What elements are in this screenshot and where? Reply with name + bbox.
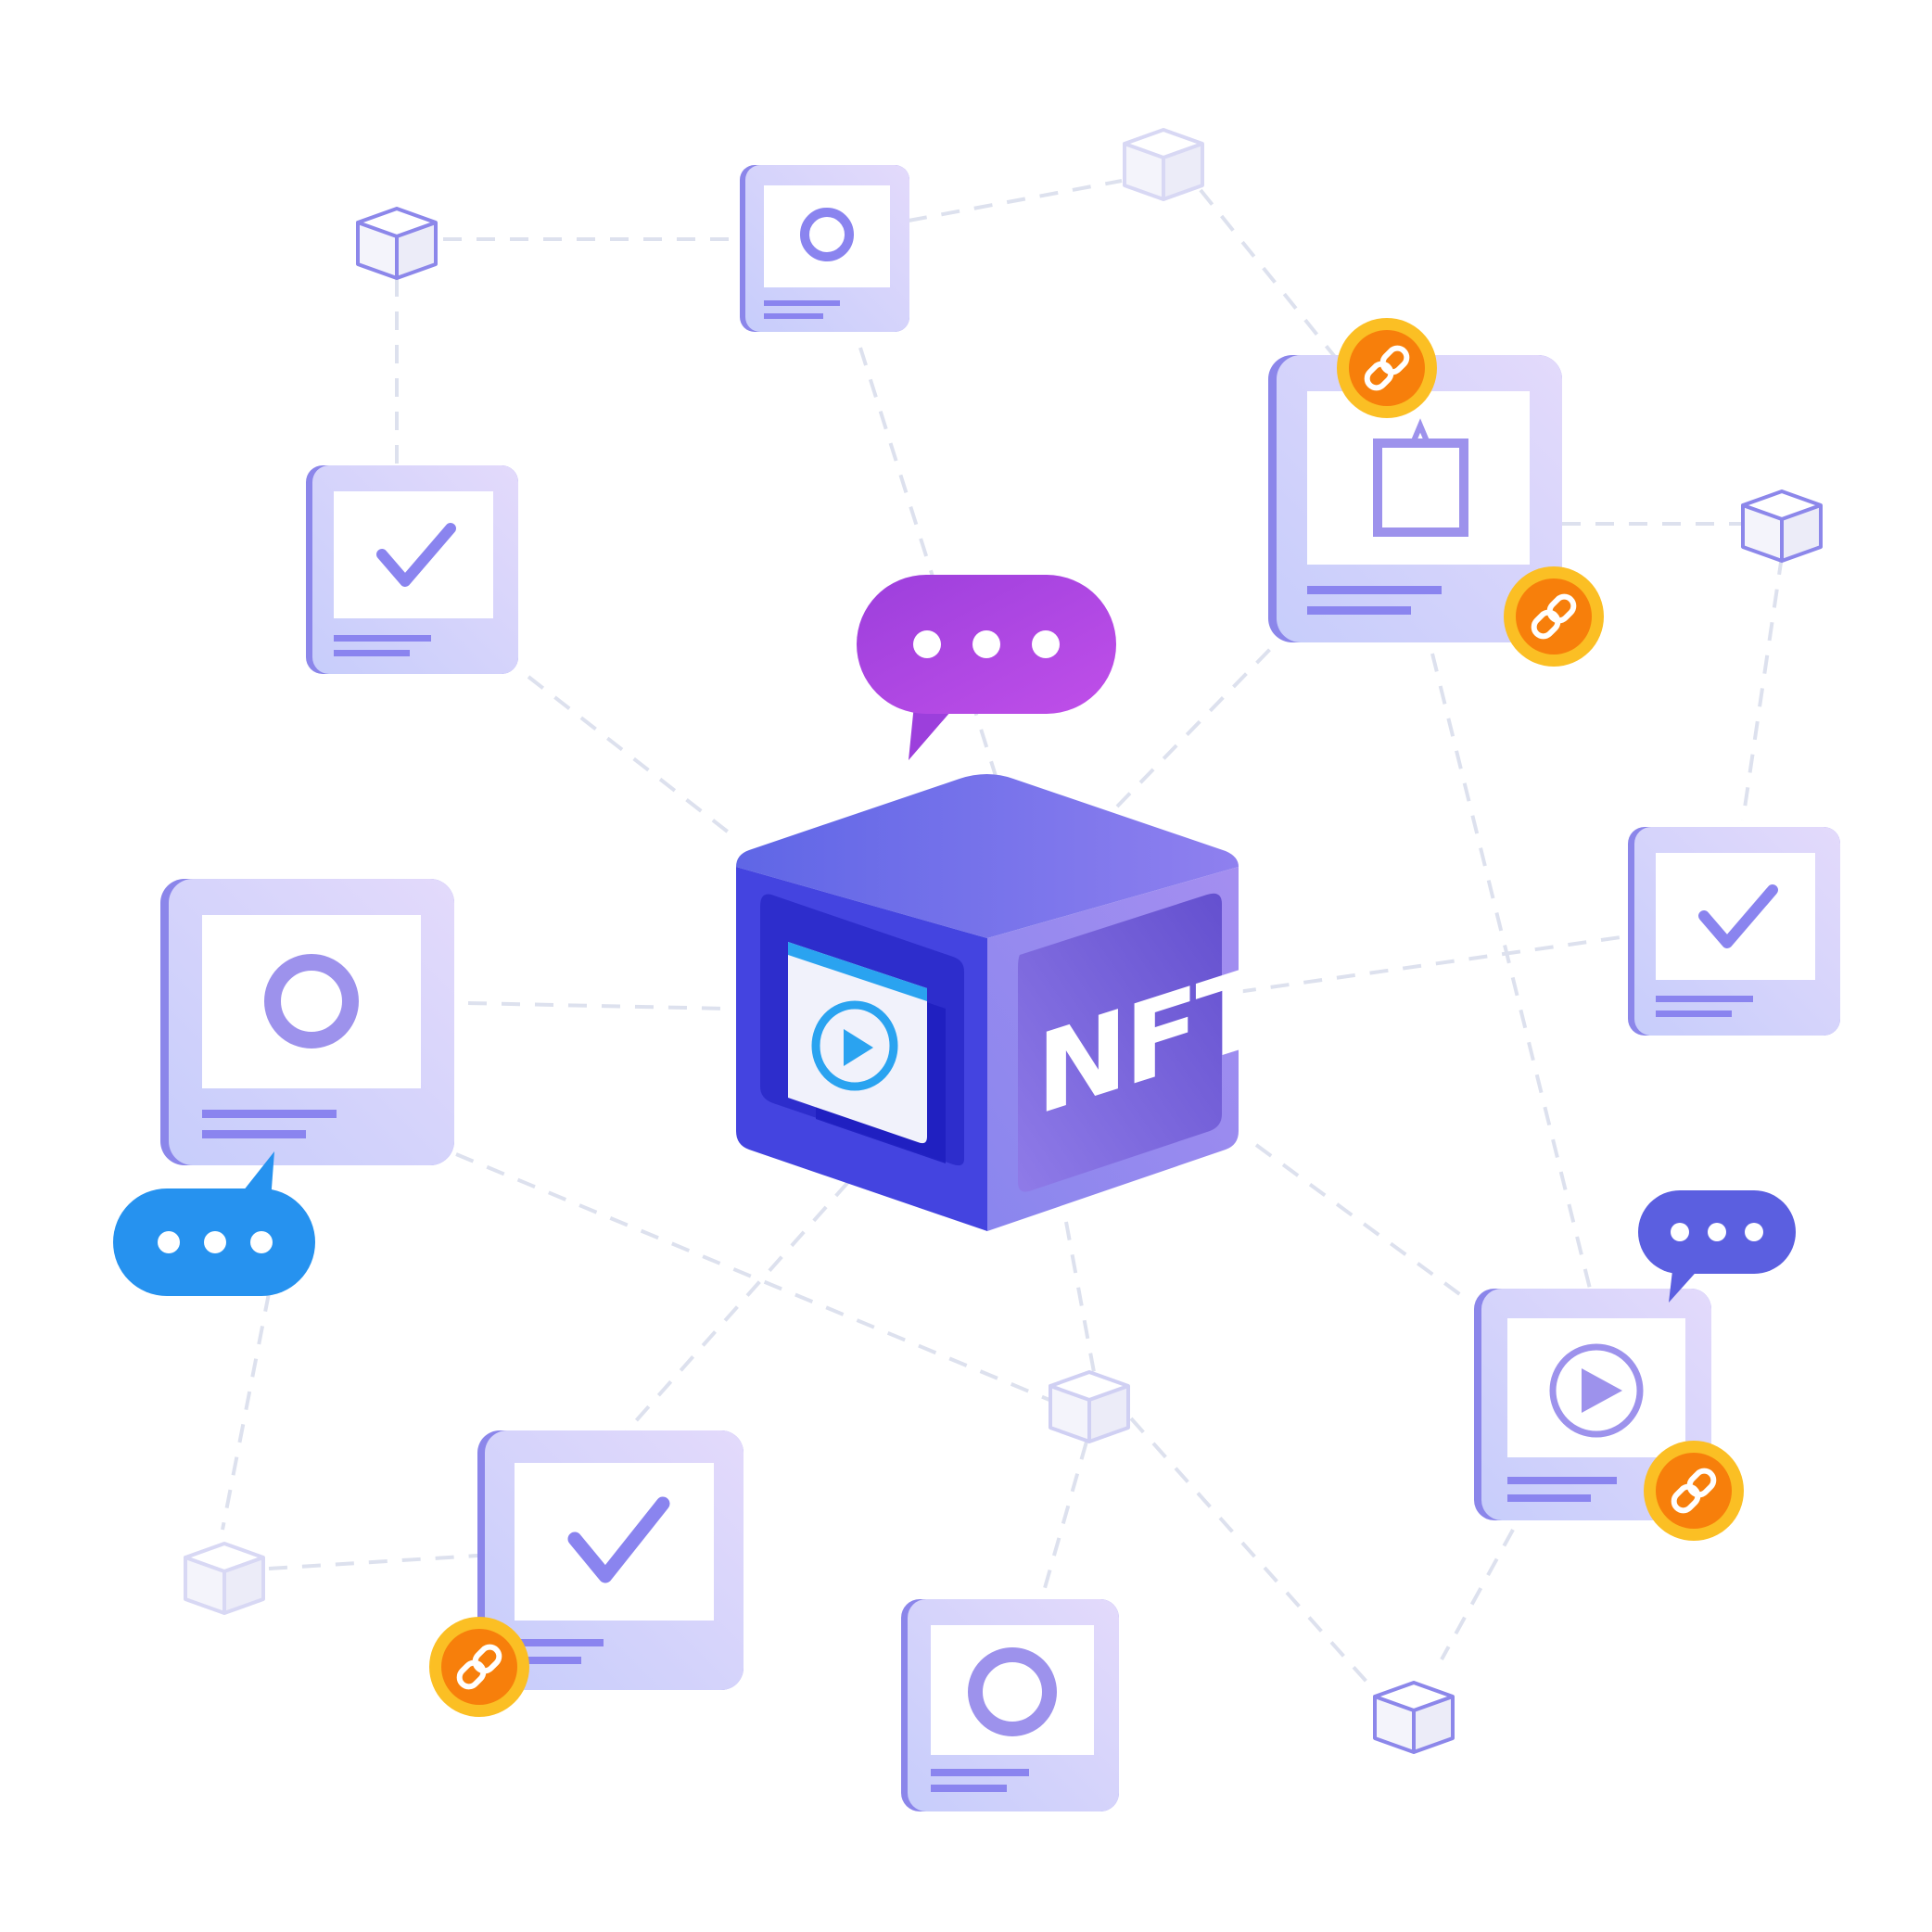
nft-card-circle-top	[740, 165, 909, 332]
chain-link-coin-icon	[429, 1617, 529, 1717]
node-cube-icon	[1373, 1681, 1455, 1754]
nft-card-circle-left	[160, 879, 454, 1165]
nft-card-frame-right	[1268, 355, 1562, 642]
circle-icon	[800, 208, 854, 261]
nft-card-play-right	[1474, 1289, 1711, 1520]
chain-link-coin-icon	[1337, 318, 1437, 418]
nft-card-check-left	[306, 465, 518, 674]
check-icon	[376, 523, 456, 587]
chat-bubble-blue	[113, 1151, 315, 1296]
chain-link-coin-icon	[1644, 1441, 1744, 1541]
nft-card-check-right	[1628, 827, 1840, 1036]
frame-icon	[1373, 418, 1468, 537]
nft-central-cube: NFT	[736, 774, 1269, 1231]
circle-icon	[968, 1647, 1057, 1736]
nft-card-circle-bottom	[901, 1599, 1119, 1811]
chat-bubble-indigo	[1638, 1190, 1796, 1303]
video-screen	[788, 942, 927, 1144]
circle-icon	[264, 954, 359, 1049]
check-icon	[567, 1496, 670, 1583]
node-cube-icon	[1049, 1370, 1130, 1443]
check-icon	[1698, 884, 1778, 948]
node-cube-icon	[1741, 489, 1823, 563]
node-cube-icon	[356, 207, 438, 280]
ellipsis-icon	[1671, 1223, 1763, 1241]
network-connections	[221, 179, 1784, 1684]
ellipsis-icon	[158, 1231, 273, 1253]
nft-card-check-bottom	[477, 1430, 744, 1690]
chain-link-coin-icon	[1504, 566, 1604, 667]
ellipsis-icon	[913, 630, 1060, 658]
node-cube-icon	[1123, 128, 1204, 201]
play-icon	[1549, 1343, 1644, 1438]
chat-bubble-purple	[857, 575, 1116, 760]
node-cube-icon	[184, 1542, 265, 1615]
play-icon	[811, 1000, 898, 1091]
